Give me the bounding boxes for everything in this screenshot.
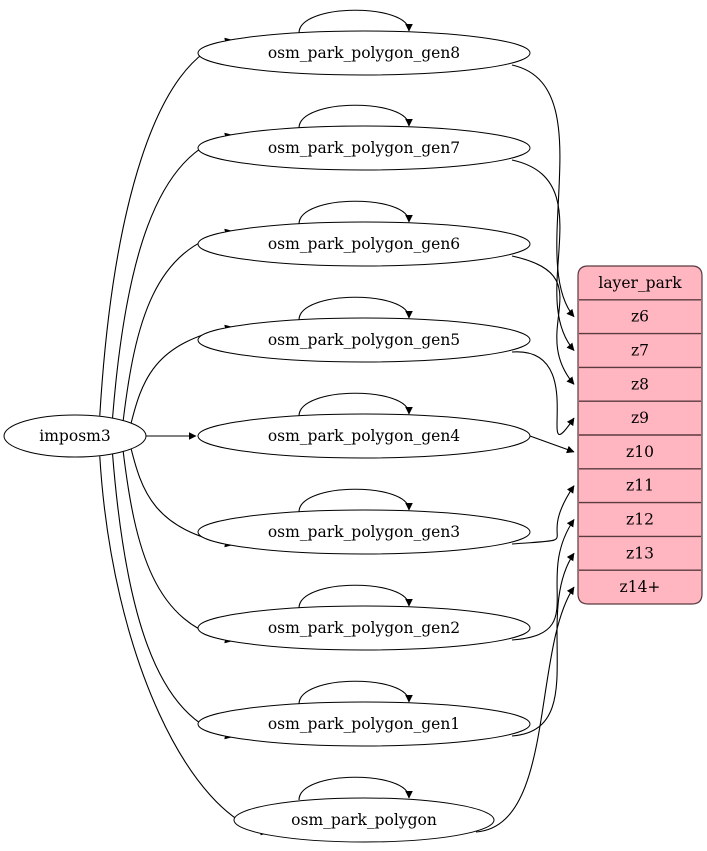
edge-gen3-to-table: [511, 485, 575, 545]
nodes-layer: osm_park_polygon_gen8 osm_park_polygon_ge…: [3, 30, 531, 843]
self-loop-edge-gen5: [298, 296, 413, 321]
node-ellipse-gen3: [197, 509, 531, 555]
node-label-gen7: osm_park_polygon_gen7: [268, 139, 460, 157]
edge-imposm3-to-gen1: [111, 453, 233, 740]
node-label-gen3: osm_park_polygon_gen3: [268, 523, 460, 541]
node-label-gen5: osm_park_polygon_gen5: [268, 331, 460, 349]
node-ellipse-base: [233, 797, 495, 843]
self-loop-edge-gen8: [298, 9, 413, 34]
edge-gen6-to-table: [511, 255, 575, 385]
node-gen1[interactable]: osm_park_polygon_gen1: [197, 701, 531, 747]
edge-imposm3-to-gen7: [111, 132, 233, 419]
edge-base-to-table: [475, 586, 575, 833]
edges-layer: [99, 9, 575, 836]
layer-park-table: layer_park z6 z7 z8 z9 z10 z11 z12 z13 z14+: [577, 265, 703, 605]
node-gen3[interactable]: osm_park_polygon_gen3: [197, 509, 531, 555]
node-ellipse-imposm3: [3, 414, 147, 458]
node-ellipse-gen4: [197, 413, 531, 459]
node-ellipse-gen2: [197, 605, 531, 651]
self-loop-edge-base: [298, 776, 413, 801]
node-gen2[interactable]: osm_park_polygon_gen2: [197, 605, 531, 651]
self-loop-edge-gen4: [298, 392, 413, 417]
edge-imposm3-to-base: [99, 456, 269, 836]
node-ellipse-gen5: [197, 317, 531, 363]
node-label-base: osm_park_polygon: [291, 811, 437, 829]
node-gen5[interactable]: osm_park_polygon_gen5: [197, 317, 531, 363]
edge-gen2-to-table: [511, 518, 575, 641]
node-gen7[interactable]: osm_park_polygon_gen7: [197, 125, 531, 171]
table-row-z11[interactable]: z11: [626, 477, 654, 495]
node-gen6[interactable]: osm_park_polygon_gen6: [197, 221, 531, 267]
self-loop-edge-gen2: [298, 584, 413, 609]
node-base[interactable]: osm_park_polygon: [233, 797, 495, 843]
table-row-z9[interactable]: z9: [631, 409, 649, 427]
node-ellipse-gen8: [197, 30, 531, 76]
edge-imposm3-to-gen8: [99, 37, 233, 416]
table-row-z8[interactable]: z8: [631, 375, 649, 393]
edge-gen7-to-table: [511, 159, 575, 351]
table-row-z14+[interactable]: z14+: [620, 578, 661, 596]
self-loop-edge-gen7: [298, 104, 413, 129]
node-imposm3[interactable]: imposm3: [3, 414, 147, 458]
table-row-z13[interactable]: z13: [626, 544, 654, 562]
table-row-z12[interactable]: z12: [626, 511, 654, 529]
node-label-gen6: osm_park_polygon_gen6: [268, 235, 460, 253]
edge-gen8-to-table: [511, 64, 575, 318]
node-gen4[interactable]: osm_park_polygon_gen4: [197, 413, 531, 459]
node-label-gen2: osm_park_polygon_gen2: [268, 619, 460, 637]
node-ellipse-gen7: [197, 125, 531, 171]
table-row-z6[interactable]: z6: [631, 308, 649, 326]
node-label-imposm3: imposm3: [39, 427, 110, 445]
node-ellipse-gen1: [197, 701, 531, 747]
self-loop-edge-gen6: [298, 200, 413, 225]
table-row-z7[interactable]: z7: [631, 342, 649, 360]
table-row-z10[interactable]: z10: [626, 443, 654, 461]
node-ellipse-gen6: [197, 221, 531, 267]
node-label-gen1: osm_park_polygon_gen1: [268, 715, 460, 733]
node-label-gen8: osm_park_polygon_gen8: [268, 44, 460, 62]
self-loop-edge-gen1: [298, 680, 413, 705]
edge-gen1-to-table: [511, 552, 575, 737]
edge-gen4-to-table: [529, 435, 575, 454]
edge-gen5-to-table: [511, 351, 575, 435]
node-gen8[interactable]: osm_park_polygon_gen8: [197, 30, 531, 76]
self-loop-edge-gen3: [298, 488, 413, 513]
table-header-label: layer_park: [598, 274, 682, 292]
node-label-gen4: osm_park_polygon_gen4: [268, 427, 460, 445]
